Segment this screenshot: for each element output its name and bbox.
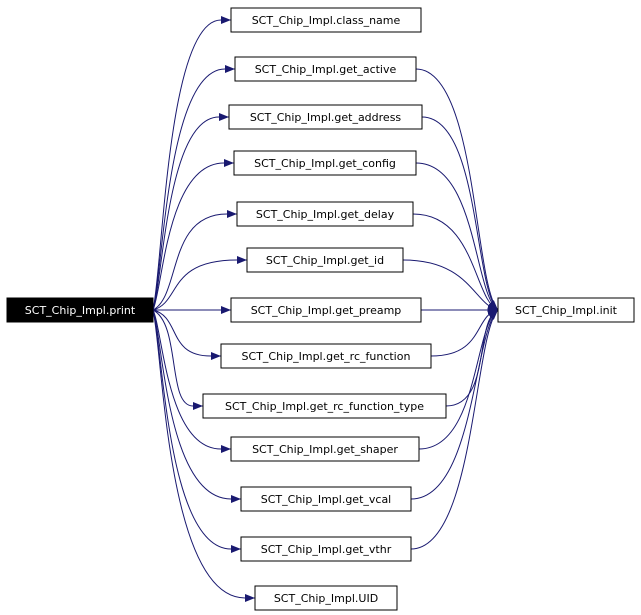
- edge-get-config-to-init: [415, 162, 499, 311]
- edge-print-to-get-delay: [152, 210, 237, 311]
- node-box: [240, 486, 412, 512]
- edge-print-to-UID: [152, 309, 255, 602]
- edge-get-delay-to-init: [412, 213, 499, 311]
- node-get-delay[interactable]: SCT_Chip_Impl.get_delay: [236, 201, 414, 227]
- node-get-vcal[interactable]: SCT_Chip_Impl.get_vcal: [240, 486, 412, 512]
- node-box: [230, 436, 420, 462]
- node-box: [246, 247, 404, 273]
- node-get-vthr[interactable]: SCT_Chip_Impl.get_vthr: [240, 536, 412, 562]
- node-get-active[interactable]: SCT_Chip_Impl.get_active: [234, 56, 417, 82]
- edge-print-to-get-rc-function-type: [152, 309, 203, 410]
- node-label: SCT_Chip_Impl.class_name: [252, 14, 401, 27]
- node-label: SCT_Chip_Impl.get_preamp: [251, 304, 402, 317]
- node-box: [236, 201, 414, 227]
- edge-print-to-get-address: [152, 113, 229, 311]
- node-box: [240, 536, 412, 562]
- edge-print-to-get-config: [152, 159, 234, 311]
- edge-print-to-get-vthr: [152, 309, 241, 553]
- node-label: SCT_Chip_Impl.get_address: [250, 111, 402, 124]
- node-label: SCT_Chip_Impl.get_rc_function_type: [225, 400, 424, 413]
- node-box: [254, 585, 398, 611]
- node-get-rc-function-type[interactable]: SCT_Chip_Impl.get_rc_function_type: [202, 393, 447, 419]
- edge-print-to-get-active: [152, 65, 235, 311]
- edge-get-vthr-to-init: [410, 309, 499, 550]
- edge-get-active-to-init: [415, 68, 499, 311]
- edge-print-to-get-shaper: [152, 309, 231, 453]
- node-label: SCT_Chip_Impl.get_active: [255, 63, 397, 76]
- edge-get-address-to-init: [421, 116, 499, 311]
- node-box: [230, 7, 422, 33]
- node-get-config[interactable]: SCT_Chip_Impl.get_config: [233, 150, 417, 176]
- edge-print-to-get-rc-function: [152, 309, 221, 360]
- node-label: SCT_Chip_Impl.get_id: [266, 254, 384, 267]
- node-class-name[interactable]: SCT_Chip_Impl.class_name: [230, 7, 422, 33]
- node-init[interactable]: SCT_Chip_Impl.init: [497, 297, 635, 323]
- edge-print-to-class-name: [152, 16, 231, 311]
- node-get-rc-function[interactable]: SCT_Chip_Impl.get_rc_function: [220, 343, 432, 369]
- edge-get-vcal-to-init: [410, 309, 499, 500]
- edge-get-shaper-to-init: [418, 309, 499, 450]
- node-get-preamp[interactable]: SCT_Chip_Impl.get_preamp: [230, 297, 422, 323]
- node-label: SCT_Chip_Impl.get_delay: [256, 208, 395, 221]
- node-label: SCT_Chip_Impl.print: [25, 304, 136, 317]
- call-edges: [152, 16, 499, 602]
- node-box: [230, 297, 422, 323]
- node-box: [228, 104, 423, 130]
- node-box: [202, 393, 447, 419]
- node-print[interactable]: SCT_Chip_Impl.print: [6, 297, 154, 323]
- node-label: SCT_Chip_Impl.get_config: [254, 157, 396, 170]
- node-box: [234, 56, 417, 82]
- node-box: [6, 297, 154, 323]
- edge-print-to-get-id: [152, 256, 247, 311]
- node-label: SCT_Chip_Impl.get_rc_function: [242, 350, 411, 363]
- node-get-shaper[interactable]: SCT_Chip_Impl.get_shaper: [230, 436, 420, 462]
- edge-print-to-get-vcal: [152, 309, 241, 503]
- node-box: [233, 150, 417, 176]
- node-label: SCT_Chip_Impl.UID: [274, 592, 378, 605]
- node-box: [220, 343, 432, 369]
- node-get-address[interactable]: SCT_Chip_Impl.get_address: [228, 104, 423, 130]
- node-label: SCT_Chip_Impl.get_vcal: [261, 493, 392, 506]
- node-label: SCT_Chip_Impl.get_shaper: [252, 443, 398, 456]
- node-get-id[interactable]: SCT_Chip_Impl.get_id: [246, 247, 404, 273]
- node-label: SCT_Chip_Impl.init: [515, 304, 618, 317]
- node-UID[interactable]: SCT_Chip_Impl.UID: [254, 585, 398, 611]
- node-box: [497, 297, 635, 323]
- node-label: SCT_Chip_Impl.get_vthr: [261, 543, 392, 556]
